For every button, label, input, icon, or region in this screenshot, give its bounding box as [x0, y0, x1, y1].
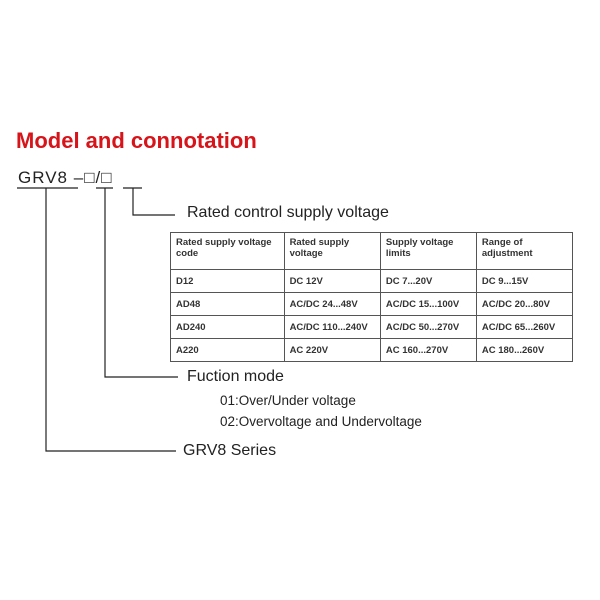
cell: AC/DC 20...80V	[475, 292, 574, 316]
cell: AC 160...270V	[379, 338, 477, 362]
cell: AC/DC 65...260V	[475, 315, 574, 339]
model-dash: –	[73, 168, 85, 187]
cell: AC/DC 15...100V	[379, 292, 477, 316]
cell: AC/DC 110...240V	[283, 315, 381, 339]
cell: AC 180...260V	[475, 338, 574, 362]
header-cell: Supply voltage limits	[379, 232, 477, 270]
header-cell: Rated supply voltage	[283, 232, 381, 270]
cell: AC/DC 50...270V	[379, 315, 477, 339]
cell: DC 9...15V	[475, 269, 574, 293]
cell: AD240	[170, 315, 285, 339]
voltage-code-box: □	[101, 168, 113, 187]
table-header-row: Rated supply voltage code Rated supply v…	[170, 232, 574, 270]
cell: AD48	[170, 292, 285, 316]
cell: DC 7...20V	[379, 269, 477, 293]
header-cell: Rated supply voltage code	[170, 232, 285, 270]
series-label: GRV8 Series	[183, 442, 277, 459]
cell: AC/DC 24...48V	[283, 292, 381, 316]
model-slash: /	[95, 168, 102, 187]
cell: DC 12V	[283, 269, 381, 293]
function-label: Fuction mode	[187, 368, 284, 385]
cell: D12	[170, 269, 285, 293]
function-option: 01:Over/Under voltage	[220, 393, 356, 408]
voltage-table: Rated supply voltage code Rated supply v…	[170, 232, 574, 362]
model-code: GRV8 –□/□	[18, 168, 113, 188]
cell: A220	[170, 338, 285, 362]
model-prefix: GRV8	[18, 168, 68, 187]
cell: AC 220V	[283, 338, 381, 362]
header-cell: Range of adjustment	[475, 232, 574, 270]
voltage-label: Rated control supply voltage	[187, 204, 389, 221]
function-code-box: □	[84, 168, 96, 187]
function-option: 02:Overvoltage and Undervoltage	[220, 414, 422, 429]
section-title: Model and connotation	[16, 128, 257, 153]
